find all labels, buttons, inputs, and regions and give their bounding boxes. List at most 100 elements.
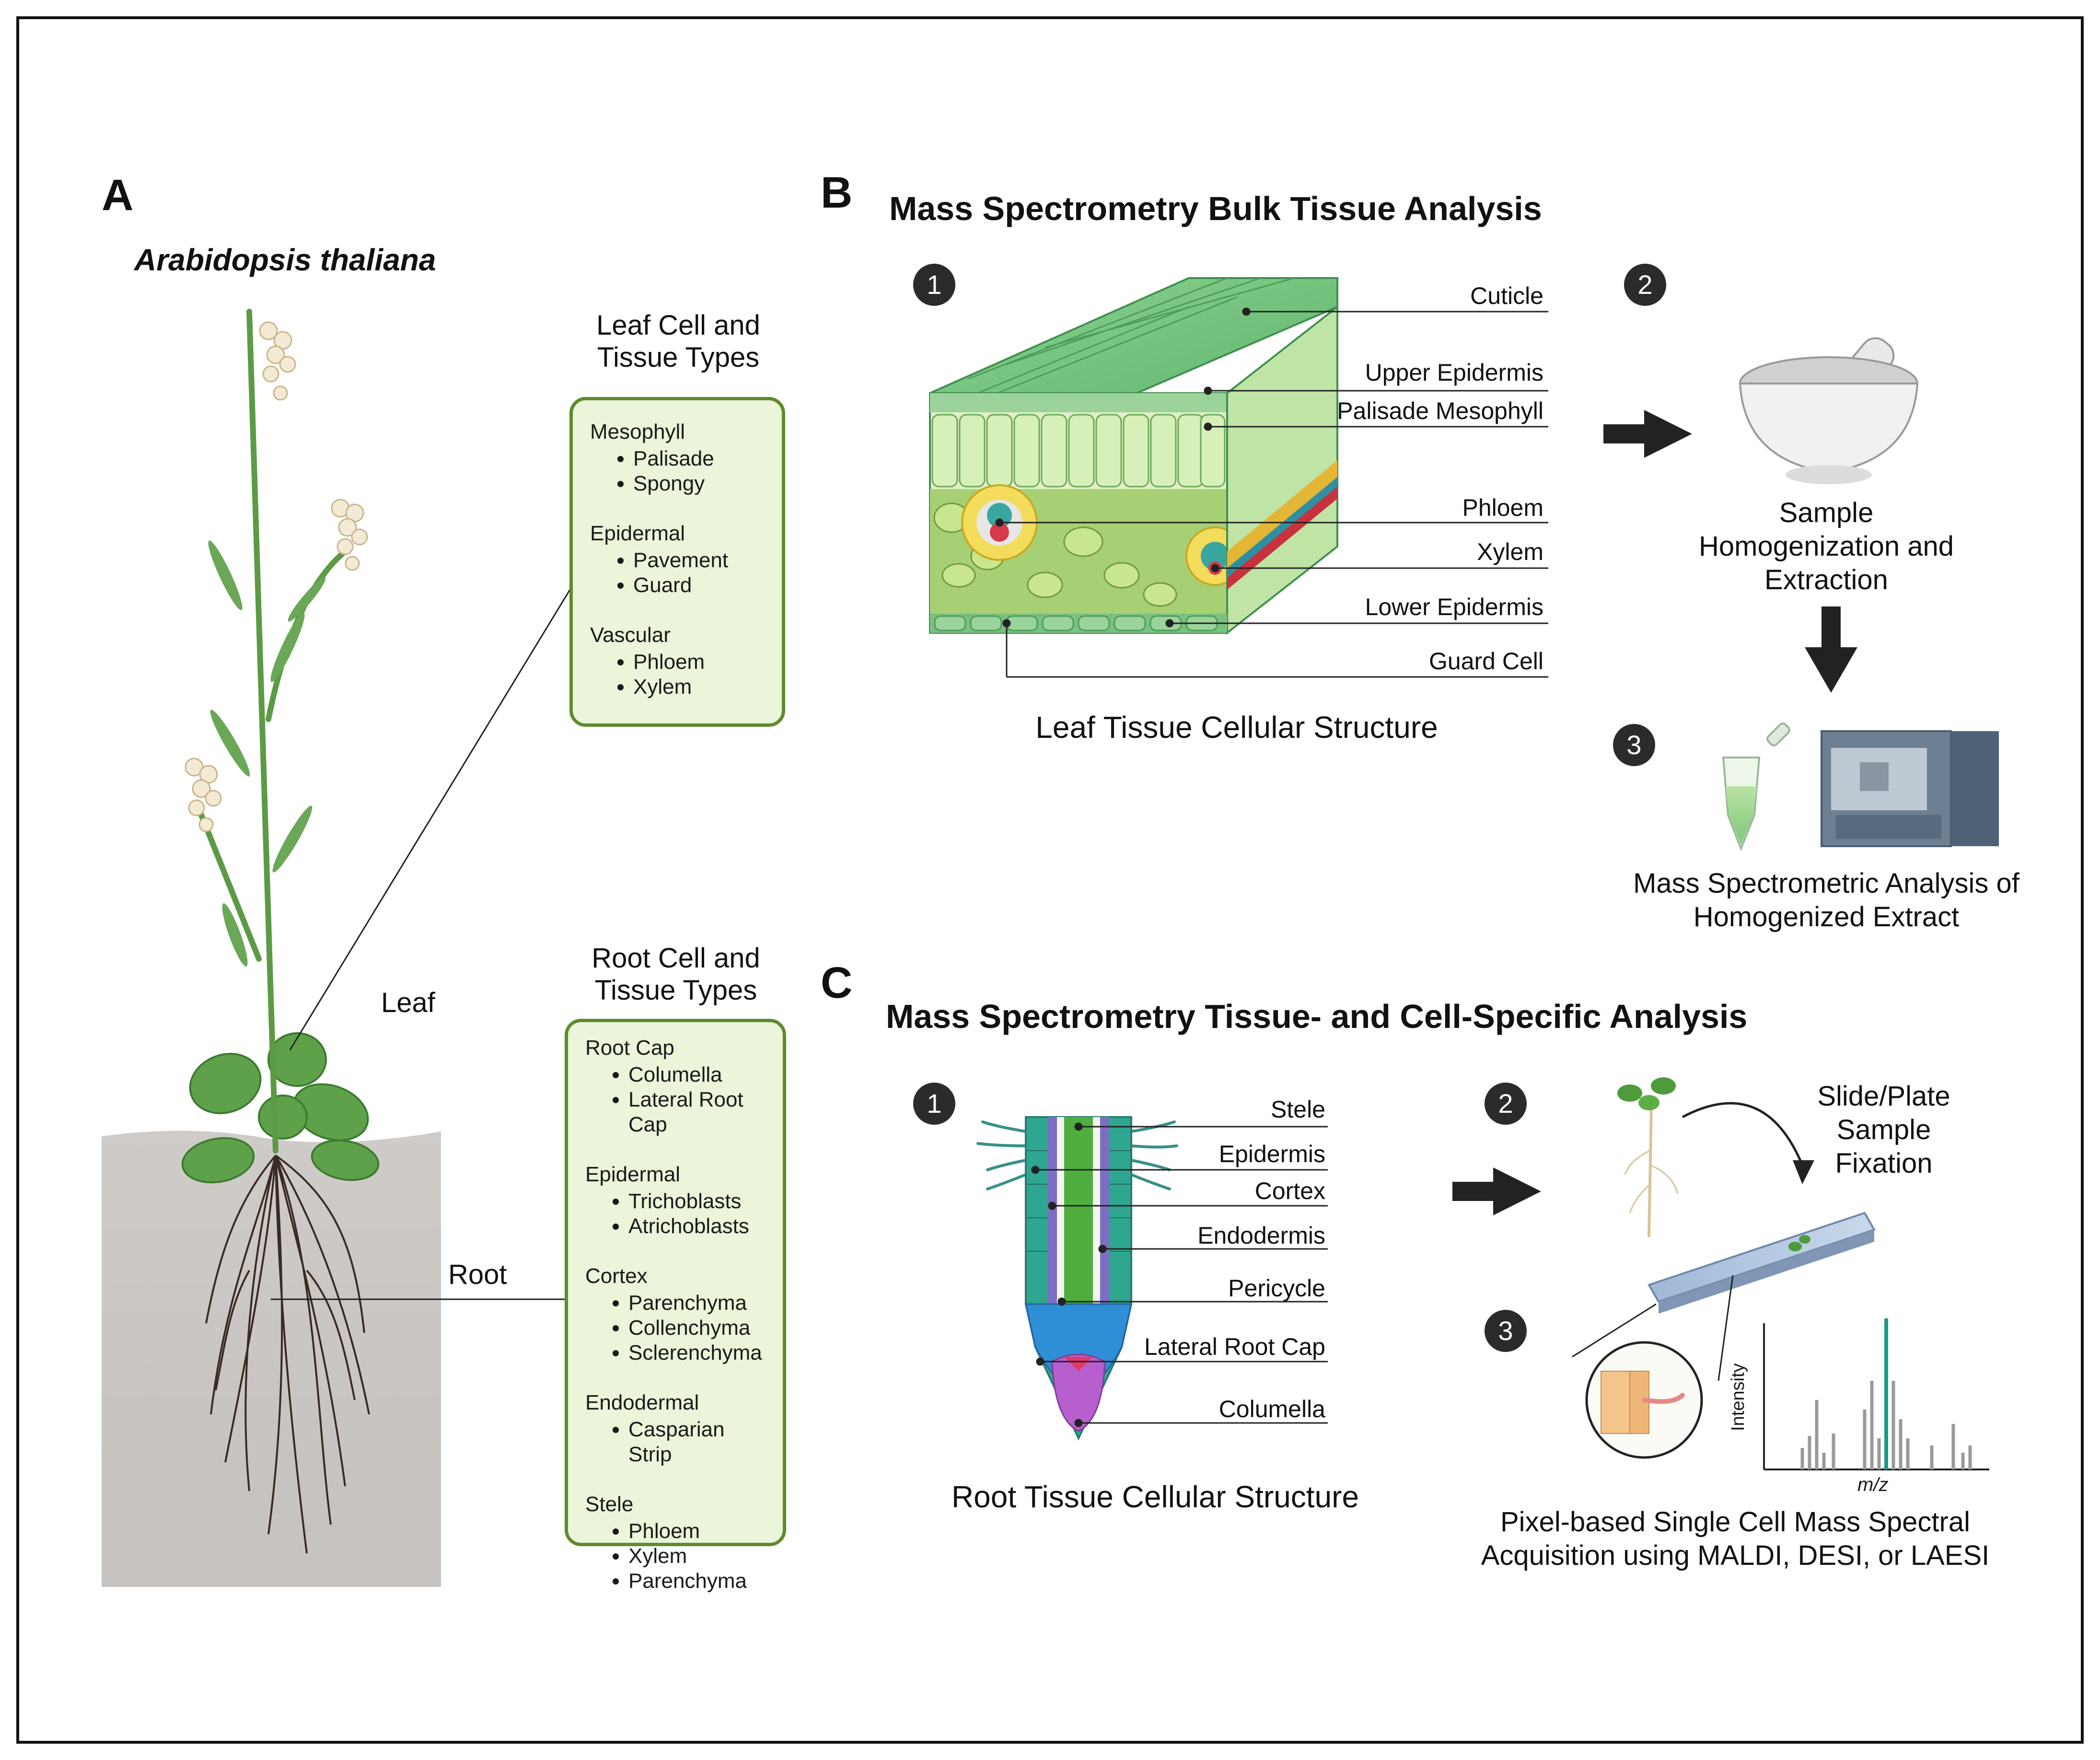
root-box-title-line2: Tissue Types [594,975,757,1006]
tissue-item: Guard [633,573,772,598]
tissue-group: VascularPhloemXylem [590,623,772,699]
leaf-tissue-box: MesophyllPalisadeSpongyEpidermalPavement… [569,397,785,727]
tissue-item: Atrichoblasts [628,1214,773,1239]
tissue-group-name: Endodermal [585,1391,699,1414]
leaf-box-title: Leaf Cell and Tissue Types [566,309,791,373]
leaf-box-title-line2: Tissue Types [597,342,760,373]
label-lateral-root-cap: Lateral Root Cap [1144,1333,1325,1360]
magnifier [1572,1275,1734,1459]
tissue-group: Root CapColumellaLateral Root Cap [585,1036,773,1137]
curved-arrow [1682,1102,1814,1184]
tissue-item: Columella [628,1062,773,1087]
tissue-group: CortexParenchymaCollenchymaSclerenchyma [585,1264,773,1365]
step-badge-c1: 1 [913,1083,955,1125]
label-palisade-mesophyll: Palisade Mesophyll [1337,397,1543,424]
tissue-group-name: Root Cap [585,1036,674,1060]
root-box-title: Root Cell and Tissue Types [566,942,786,1006]
tissue-group: EpidermalTrichoblastsAtrichoblasts [585,1162,773,1239]
tissue-item: Pavement [633,548,772,573]
step-badge-b2: 2 [1624,264,1666,306]
homog-line1: Sample [1779,497,1874,528]
tissue-item: Parenchyma [628,1569,773,1594]
plant-illustration [102,309,574,1587]
label-endodermis: Endodermis [1197,1222,1325,1249]
tissue-group-name: Vascular [590,623,671,647]
leaf-label: Leaf [381,987,435,1018]
leaf-cross-section [929,277,1548,678]
tissue-group-name: Stele [585,1492,634,1516]
tissue-item: Xylem [633,675,772,699]
tissue-item: Sclerenchyma [628,1340,773,1365]
root-tissue-box: Root CapColumellaLateral Root CapEpiderm… [565,1019,786,1593]
acq-line2: Acquisition using MALDI, DESI, or LAESI [1481,1540,1990,1571]
figure-frame [16,16,2084,1744]
arrow-b-down [1805,606,1857,693]
ms-line1: Mass Spectrometric Analysis of [1633,868,2019,899]
tissue-item: Xylem [628,1544,773,1569]
tissue-list: PalisadeSpongy [590,446,772,496]
tissue-item: Collenchyma [628,1316,773,1340]
panel-c-letter: C [821,958,853,1007]
panel-b-letter: B [821,168,853,217]
acq-line1: Pixel-based Single Cell Mass Spectral [1500,1506,1970,1538]
tissue-item: Palisade [633,446,772,471]
tissue-list: ParenchymaCollenchymaSclerenchyma [585,1291,773,1365]
tissue-item: Phloem [628,1519,773,1544]
tissue-item: Lateral Root Cap [628,1087,773,1137]
homogenization-text: Sample Homogenization and Extraction [1639,496,2013,597]
step-badge-b1: 1 [913,264,955,306]
fix-line1: Slide/Plate [1817,1081,1950,1112]
species-name: Arabidopsis thaliana [134,243,436,277]
ms-analysis-text: Mass Spectrometric Analysis of Homogeniz… [1596,867,2056,934]
arrow-c-right [1452,1167,1541,1215]
tissue-list: PavementGuard [590,548,772,598]
root-cross-section [976,1116,1328,1441]
tissue-item: Casparian Strip [628,1417,773,1467]
label-stele: Stele [1271,1096,1325,1123]
glass-slide [1648,1212,1876,1314]
root-box-title-line1: Root Cell and [592,943,760,974]
fix-line3: Fixation [1835,1148,1933,1179]
rosette [181,1032,380,1184]
root-label: Root [448,1259,507,1290]
tissue-group: MesophyllPalisadeSpongy [590,420,772,496]
tissue-item: Spongy [633,471,772,496]
label-cuticle: Cuticle [1470,282,1543,309]
label-columella: Columella [1218,1396,1325,1422]
step-badge-b3: 3 [1613,724,1655,766]
panel-b-title: Mass Spectrometry Bulk Tissue Analysis [889,190,1542,227]
label-cortex: Cortex [1254,1177,1325,1204]
homog-line2: Homogenization and [1698,531,1954,562]
label-pericycle: Pericycle [1228,1275,1325,1302]
label-xylem: Xylem [1477,538,1543,565]
step-badge-c3: 3 [1485,1310,1527,1352]
tissue-item: Parenchyma [628,1291,773,1316]
stem-leaves [208,540,326,967]
tissue-group-name: Mesophyll [590,420,685,443]
label-upper-epidermis: Upper Epidermis [1365,359,1543,386]
mortar-pestle [1739,337,1919,484]
tissue-group: EndodermalCasparian Strip [585,1390,773,1467]
tissue-group: StelePhloemXylemParenchyma [585,1492,773,1594]
leaf-caption: Leaf Tissue Cellular Structure [1035,710,1438,745]
tissue-group-name: Cortex [585,1264,648,1288]
fix-line2: Sample [1836,1114,1931,1145]
tissue-list: ColumellaLateral Root Cap [585,1062,773,1137]
label-guard-cell: Guard Cell [1429,648,1543,675]
acquisition-text: Pixel-based Single Cell Mass Spectral Ac… [1457,1505,2013,1573]
tissue-group-name: Epidermal [585,1163,681,1186]
root-caption: Root Tissue Cellular Structure [951,1480,1359,1514]
step-badge-c2: 2 [1485,1083,1527,1125]
flowers [185,321,368,832]
tissue-list: TrichoblastsAtrichoblasts [585,1189,773,1239]
ms-line2: Homogenized Extract [1693,901,1960,932]
seedling [1617,1077,1679,1237]
label-lower-epidermis: Lower Epidermis [1365,594,1543,620]
tissue-list: Casparian Strip [585,1417,773,1467]
label-epidermis: Epidermis [1218,1141,1325,1167]
tissue-group-name: Epidermal [590,522,685,545]
panel-c-title: Mass Spectrometry Tissue- and Cell-Speci… [886,998,1748,1035]
sample-tube [1722,723,1790,851]
